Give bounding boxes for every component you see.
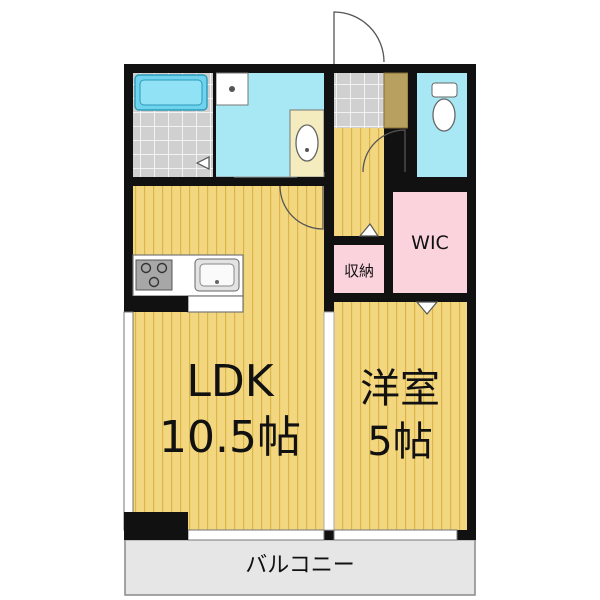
windows <box>123 311 458 541</box>
storage-label: 収納 <box>344 262 374 280</box>
ldk-floor <box>133 186 324 255</box>
ldk-size-label: 10.5帖 <box>159 412 301 463</box>
stove-icon <box>135 259 173 291</box>
western-room-label: 洋室 <box>360 366 440 412</box>
ldk-floor-main <box>133 312 324 530</box>
wic <box>393 192 467 293</box>
storage <box>334 245 384 293</box>
door-markers <box>195 156 439 315</box>
entrance <box>333 11 409 129</box>
door-swings <box>279 129 406 230</box>
toilet-room <box>417 73 467 177</box>
toilet-icon <box>431 82 458 132</box>
western-room-size-label: 5帖 <box>367 419 432 465</box>
wic-label: WIC <box>411 232 449 254</box>
bathtub-icon <box>134 74 208 111</box>
kitchen-sink-icon <box>194 258 240 292</box>
wash-basin-icon <box>289 109 325 178</box>
balcony-label: バルコニー <box>245 553 355 578</box>
western-room-floor <box>334 302 467 530</box>
sliding-partition <box>323 311 335 531</box>
interior-walls <box>124 64 476 312</box>
hallway-floor <box>334 128 384 236</box>
washroom <box>215 72 325 178</box>
ldk-label: LDK <box>186 356 274 407</box>
kitchen-counter <box>132 254 244 313</box>
bathroom <box>133 73 213 177</box>
